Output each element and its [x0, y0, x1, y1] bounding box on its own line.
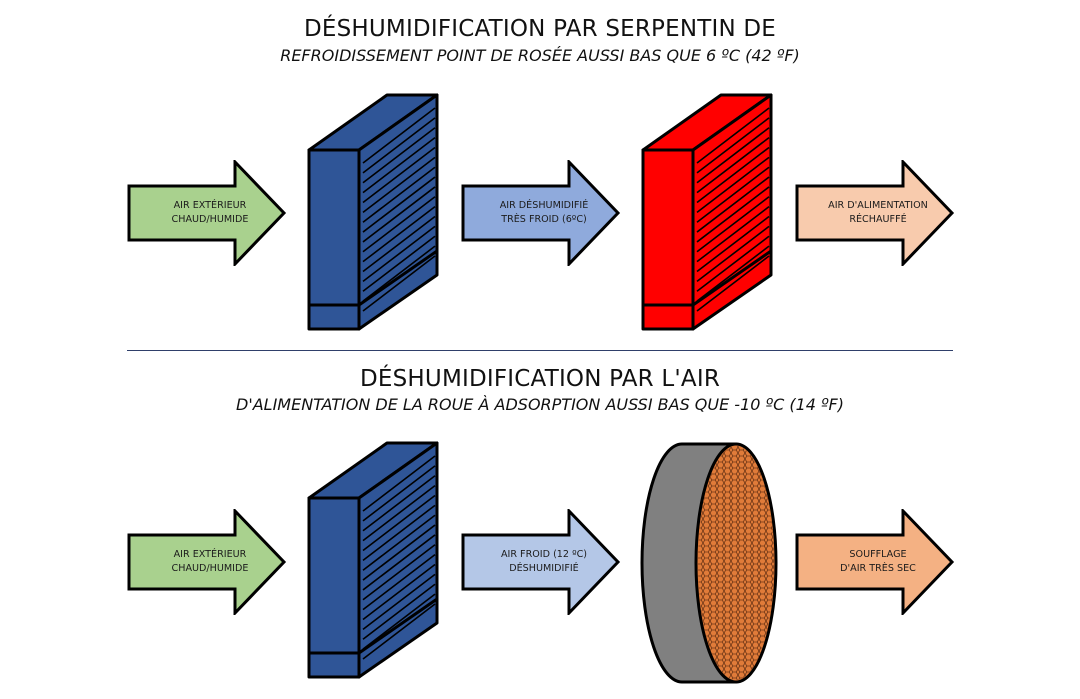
coil-fin — [696, 215, 770, 273]
coil-fin — [696, 146, 770, 204]
coil-fin — [362, 475, 436, 532]
coil-fin — [696, 176, 770, 233]
coil-fin — [696, 107, 770, 164]
arrow-shape — [795, 509, 955, 615]
arrow-label: AIR EXTÉRIEUR CHAUD/HUMIDE — [171, 549, 249, 574]
section-divider — [127, 350, 953, 351]
arrow-label: AIR FROID (12 ºC) DÉSHUMIDIFIÉ — [500, 549, 588, 574]
coil-fin — [696, 235, 770, 292]
coil-fin — [362, 544, 436, 601]
coil-fin — [362, 563, 436, 621]
coil-fin — [362, 514, 436, 571]
cooling-coil-blue-2 — [307, 441, 439, 679]
arrow-shape — [127, 160, 287, 266]
coil-fin — [362, 583, 436, 640]
arrow-label: SOUFFLAGE D'AIR TRÈS SEC — [840, 549, 916, 574]
coil-fin — [362, 127, 436, 184]
section2-title: DÉSHUMIDIFICATION PAR L'AIR — [359, 366, 721, 392]
arrow-shape — [461, 160, 621, 266]
coil-fin — [362, 494, 436, 552]
arrow-cold-dehumidified-air: AIR FROID (12 ºC) DÉSHUMIDIFIÉ — [461, 509, 621, 615]
coil-fin — [696, 245, 770, 302]
coil-fin — [362, 206, 436, 263]
coil-fin — [362, 186, 436, 243]
coil-fin — [362, 455, 436, 512]
coil-fin — [696, 166, 770, 223]
arrow-label: AIR EXTÉRIEUR CHAUD/HUMIDE — [171, 200, 249, 225]
section1-title: DÉSHUMIDIFICATION PAR SERPENTIN DE — [303, 16, 777, 42]
coil-fin — [362, 176, 436, 233]
coil-fin — [362, 166, 436, 223]
coil-fin — [362, 554, 436, 611]
coil-fin — [362, 225, 436, 283]
section1-subtitle: REFROIDISSEMENT POINT DE ROSÉE AUSSI BAS… — [280, 46, 800, 65]
arrow-label: AIR D'ALIMENTATION RÉCHAUFFÉ — [828, 200, 928, 225]
coil-fin — [696, 156, 770, 213]
coil-fin — [362, 107, 436, 164]
coil-fin — [362, 235, 436, 292]
coil-fin — [696, 255, 770, 312]
coil-fin — [696, 117, 770, 174]
coil-fin — [362, 573, 436, 631]
arrow-very-dry-supply-air: SOUFFLAGE D'AIR TRÈS SEC — [795, 509, 955, 615]
coil-fin — [362, 465, 436, 522]
reheat-coil-red — [641, 93, 773, 331]
arrow-warm-humid-outdoor-air: AIR EXTÉRIEUR CHAUD/HUMIDE — [127, 160, 287, 266]
coil-fin — [362, 245, 436, 302]
coil-fin — [362, 504, 436, 561]
coil-fin — [362, 117, 436, 174]
arrow-warm-humid-outdoor-air-2: AIR EXTÉRIEUR CHAUD/HUMIDE — [127, 509, 287, 615]
coil-fin — [362, 255, 436, 312]
coil-fin — [362, 136, 436, 194]
coil-fin — [696, 206, 770, 263]
coil-fin — [362, 603, 436, 660]
coil-fin — [362, 524, 436, 581]
coil-fin — [362, 196, 436, 253]
arrow-shape — [461, 509, 621, 615]
coil-fin — [696, 136, 770, 194]
desiccant-wheel — [640, 442, 778, 684]
coil-fin — [696, 196, 770, 253]
arrow-very-cold-dehumidified-air: AIR DÉSHUMIDIFIÉ TRÈS FROID (6ºC) — [461, 160, 621, 266]
coil-fin — [362, 156, 436, 213]
arrow-shape — [127, 509, 287, 615]
coil-fin — [696, 186, 770, 243]
coil-fin — [362, 593, 436, 650]
coil-fin — [696, 225, 770, 283]
coil-fin — [362, 146, 436, 204]
arrow-label: AIR DÉSHUMIDIFIÉ TRÈS FROID (6ºC) — [499, 200, 589, 225]
arrow-reheated-supply-air: AIR D'ALIMENTATION RÉCHAUFFÉ — [795, 160, 955, 266]
coil-fin — [362, 215, 436, 273]
coil-fin — [362, 534, 436, 591]
coil-fin — [362, 484, 436, 542]
coil-fin — [696, 127, 770, 184]
section2-subtitle: D'ALIMENTATION DE LA ROUE À ADSORPTION A… — [236, 395, 844, 414]
cooling-coil-blue — [307, 93, 439, 331]
arrow-shape — [795, 160, 955, 266]
